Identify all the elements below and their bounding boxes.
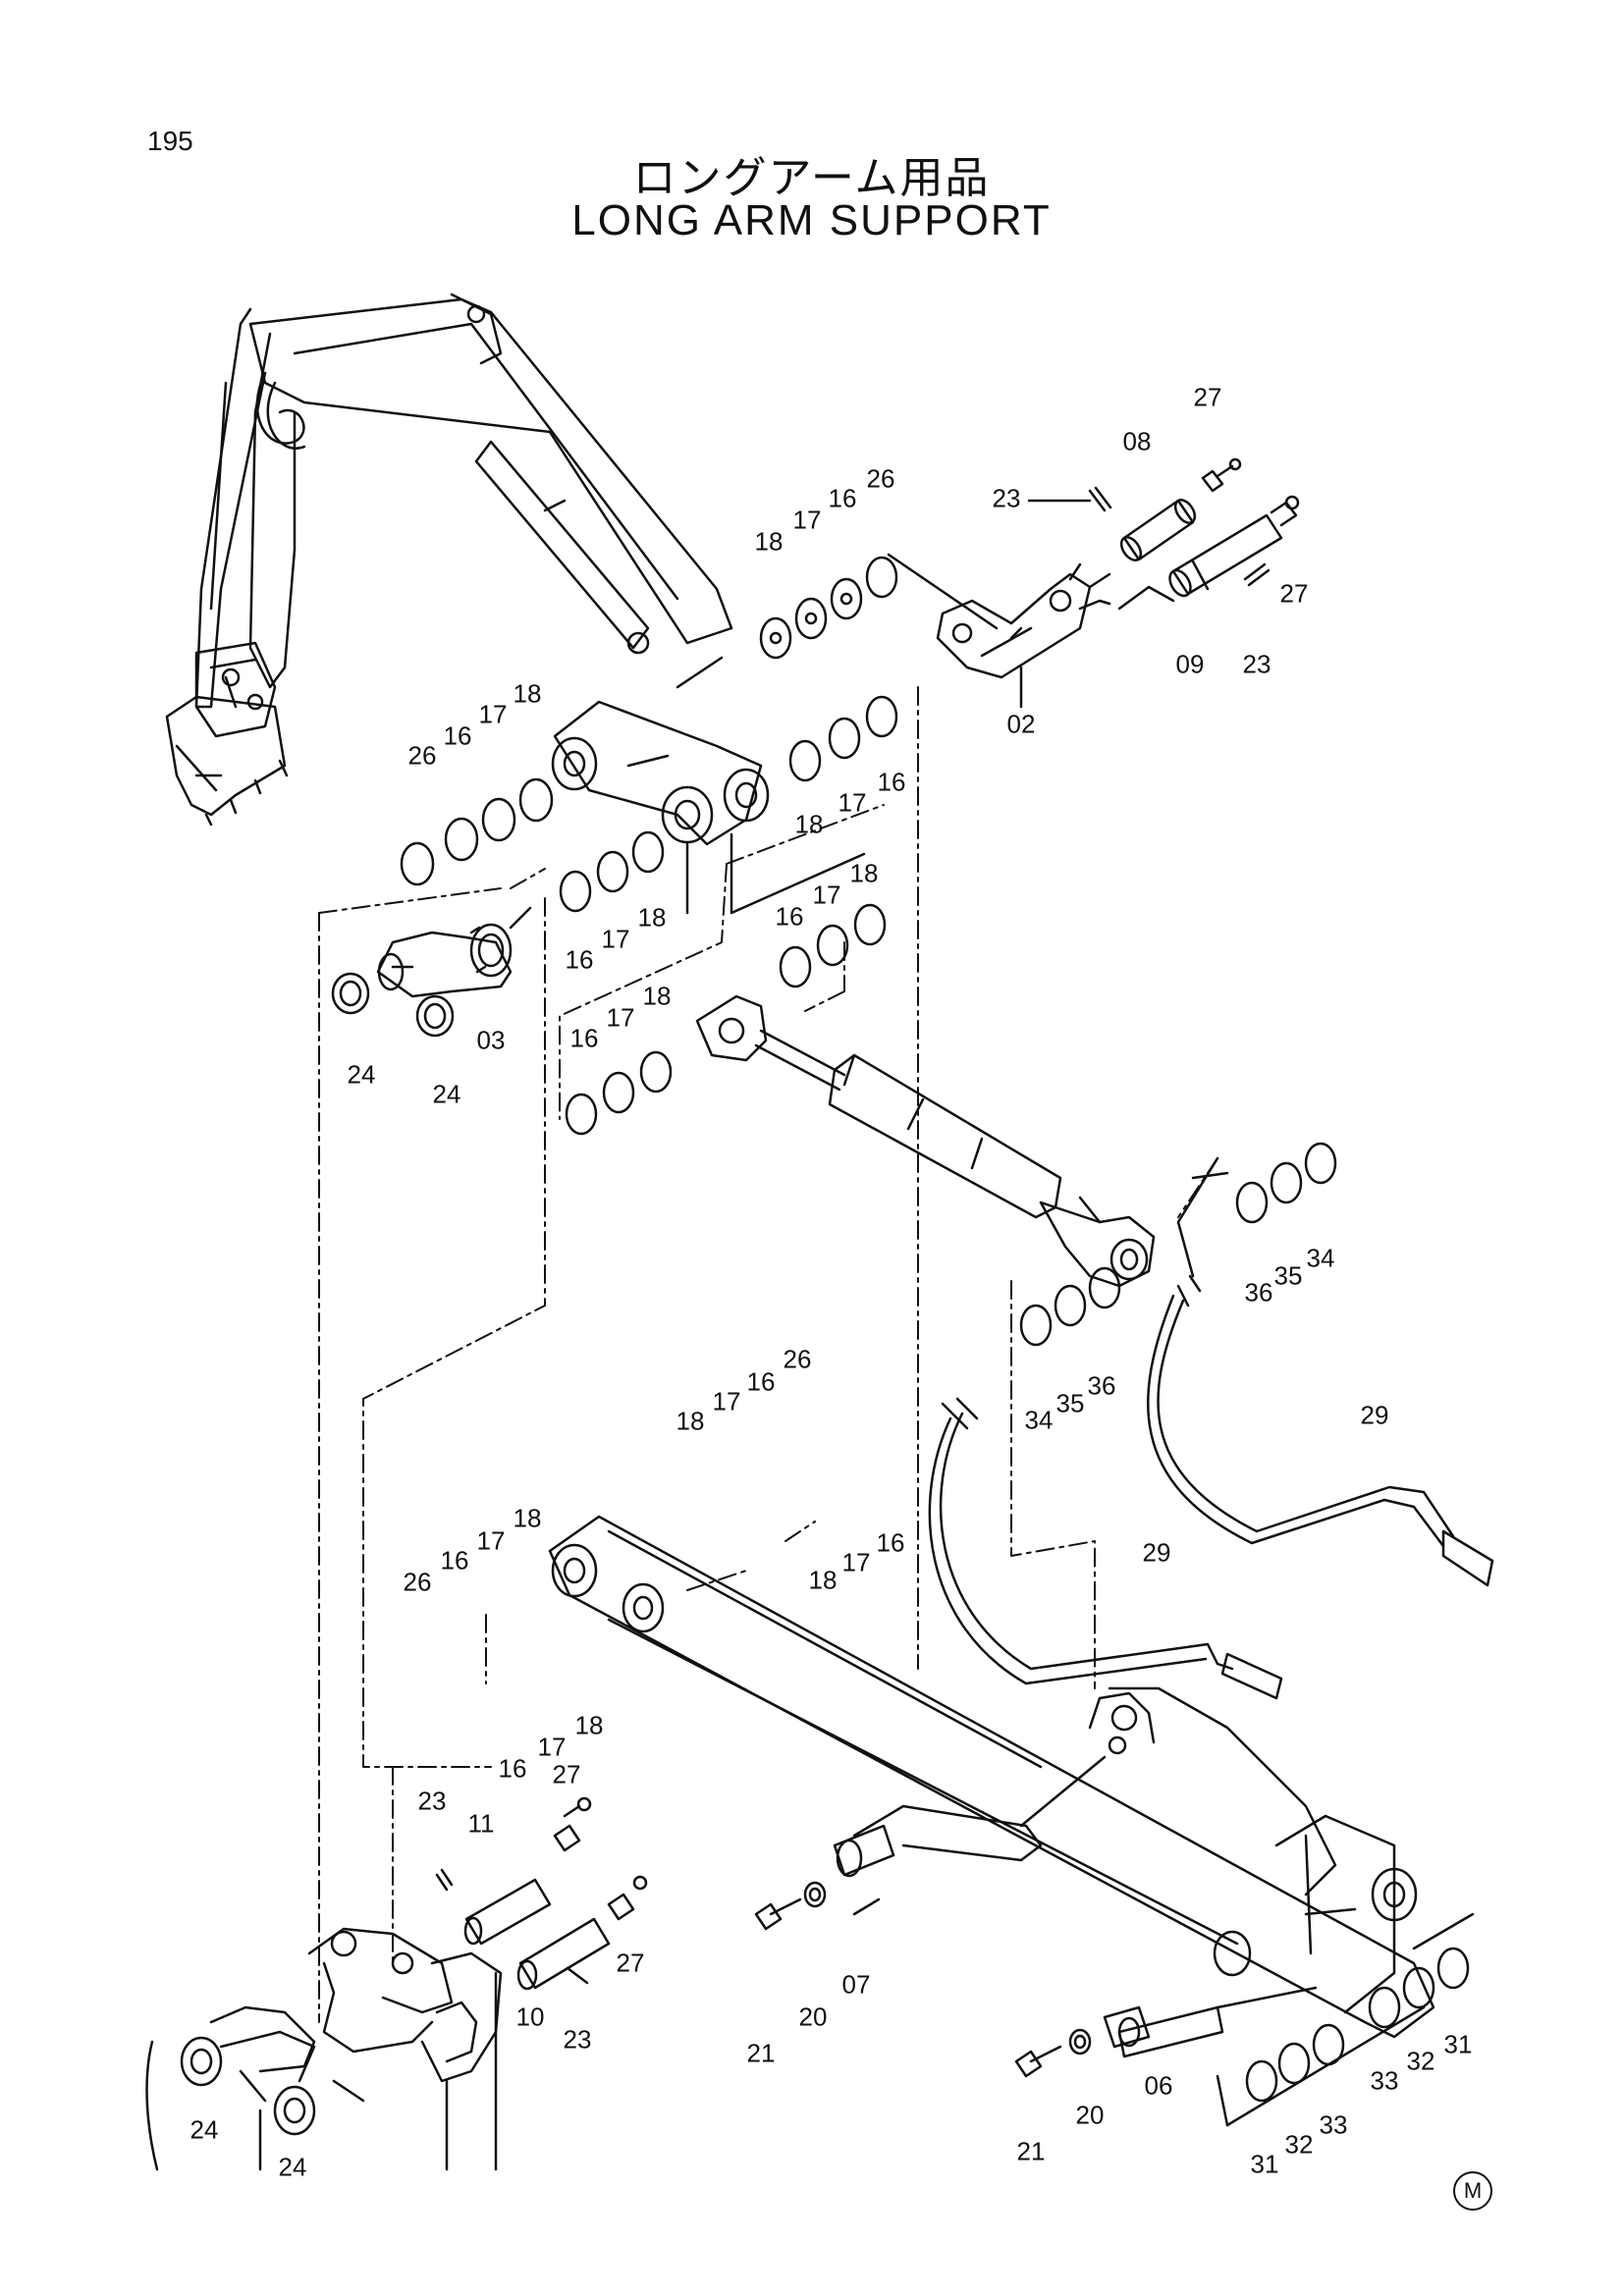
callout-20: 20 (1075, 2100, 1105, 2130)
callout-27: 27 (552, 1759, 581, 1789)
part-03-pivot (331, 906, 532, 1038)
callout-29: 29 (1360, 1400, 1389, 1430)
callout-18: 18 (794, 809, 824, 839)
callout-35: 35 (1055, 1388, 1085, 1418)
callout-09: 09 (1175, 649, 1205, 679)
callout-18: 18 (642, 981, 672, 1011)
callout-27: 27 (1193, 382, 1222, 412)
callout-16: 16 (877, 767, 906, 797)
callout-18: 18 (754, 526, 784, 557)
link-bar (400, 695, 898, 1136)
callout-26: 26 (403, 1567, 432, 1597)
callout-36: 36 (1087, 1370, 1116, 1401)
callout-17: 17 (812, 880, 841, 910)
callout-18: 18 (513, 678, 542, 709)
callout-24: 24 (189, 2114, 219, 2145)
callout-26: 26 (407, 740, 437, 771)
callout-32: 32 (1284, 2129, 1314, 2160)
callout-16: 16 (828, 483, 857, 513)
excavator-overview (165, 293, 733, 827)
washer-stack-upper (676, 553, 999, 689)
callout-27: 27 (616, 1948, 645, 1978)
callout-17: 17 (601, 924, 630, 954)
callout-35: 35 (1273, 1260, 1303, 1291)
callout-27: 27 (1279, 578, 1309, 609)
callout-10: 10 (515, 2002, 545, 2032)
callout-16: 16 (565, 944, 594, 975)
callout-26: 26 (783, 1344, 812, 1374)
callout-16: 16 (569, 1023, 599, 1053)
callout-23: 23 (992, 483, 1021, 513)
callout-16: 16 (440, 1545, 469, 1575)
callout-02: 02 (1006, 709, 1036, 739)
callout-17: 17 (476, 1525, 506, 1556)
callout-18: 18 (513, 1503, 542, 1533)
callout-26: 26 (866, 463, 895, 494)
callout-11: 11 (467, 1808, 495, 1839)
callout-32: 32 (1406, 2046, 1435, 2076)
callout-16: 16 (443, 721, 472, 751)
callout-34: 34 (1306, 1243, 1335, 1273)
lower-pins-bolts (754, 1735, 1475, 2127)
callout-23: 23 (1242, 649, 1271, 679)
callout-33: 33 (1319, 2109, 1348, 2140)
callout-16: 16 (775, 901, 804, 932)
main-arm (548, 1515, 1435, 2039)
callout-24: 24 (278, 2152, 307, 2182)
hydraulic-hoses (928, 1274, 1494, 1700)
callout-03: 03 (476, 1025, 506, 1055)
callout-06: 06 (1144, 2070, 1173, 2101)
callout-24: 24 (347, 1059, 376, 1090)
callout-23: 23 (563, 2024, 592, 2055)
callout-18: 18 (849, 858, 879, 888)
callout-17: 17 (537, 1732, 567, 1762)
callout-29: 29 (1142, 1537, 1171, 1568)
manufacturer-mark: M (1453, 2171, 1492, 2211)
callout-23: 23 (417, 1786, 447, 1816)
page-number: 195 (147, 126, 193, 156)
callout-18: 18 (637, 902, 667, 933)
callout-17: 17 (606, 1002, 635, 1033)
callout-16: 16 (746, 1366, 776, 1397)
callout-21: 21 (746, 2038, 776, 2068)
callout-18: 18 (574, 1710, 604, 1740)
callout-17: 17 (841, 1547, 871, 1577)
callout-17: 17 (478, 699, 508, 729)
upper-pin-assembly (936, 457, 1300, 709)
callout-17: 17 (838, 787, 867, 818)
title-japanese: ロングアーム用品 (632, 153, 991, 203)
callout-33: 33 (1370, 2065, 1399, 2096)
callout-16: 16 (876, 1527, 905, 1558)
reference-lines (318, 686, 1218, 2023)
hydraulic-cylinder (695, 994, 1337, 1347)
callout-31: 31 (1250, 2149, 1279, 2179)
callout-18: 18 (808, 1565, 838, 1595)
callout-21: 21 (1016, 2136, 1046, 2166)
callout-16: 16 (498, 1753, 527, 1784)
callout-17: 17 (792, 505, 822, 535)
callout-07: 07 (841, 1969, 871, 2000)
callout-20: 20 (798, 2002, 828, 2032)
callout-34: 34 (1024, 1405, 1054, 1435)
lower-left-frame (145, 1796, 648, 2171)
callout-17: 17 (712, 1386, 741, 1416)
title-english: LONG ARM SUPPORT (571, 196, 1052, 244)
callout-24: 24 (432, 1079, 461, 1109)
callout-08: 08 (1122, 426, 1152, 456)
callout-18: 18 (676, 1406, 705, 1436)
callout-36: 36 (1244, 1277, 1273, 1308)
callout-31: 31 (1443, 2029, 1473, 2059)
